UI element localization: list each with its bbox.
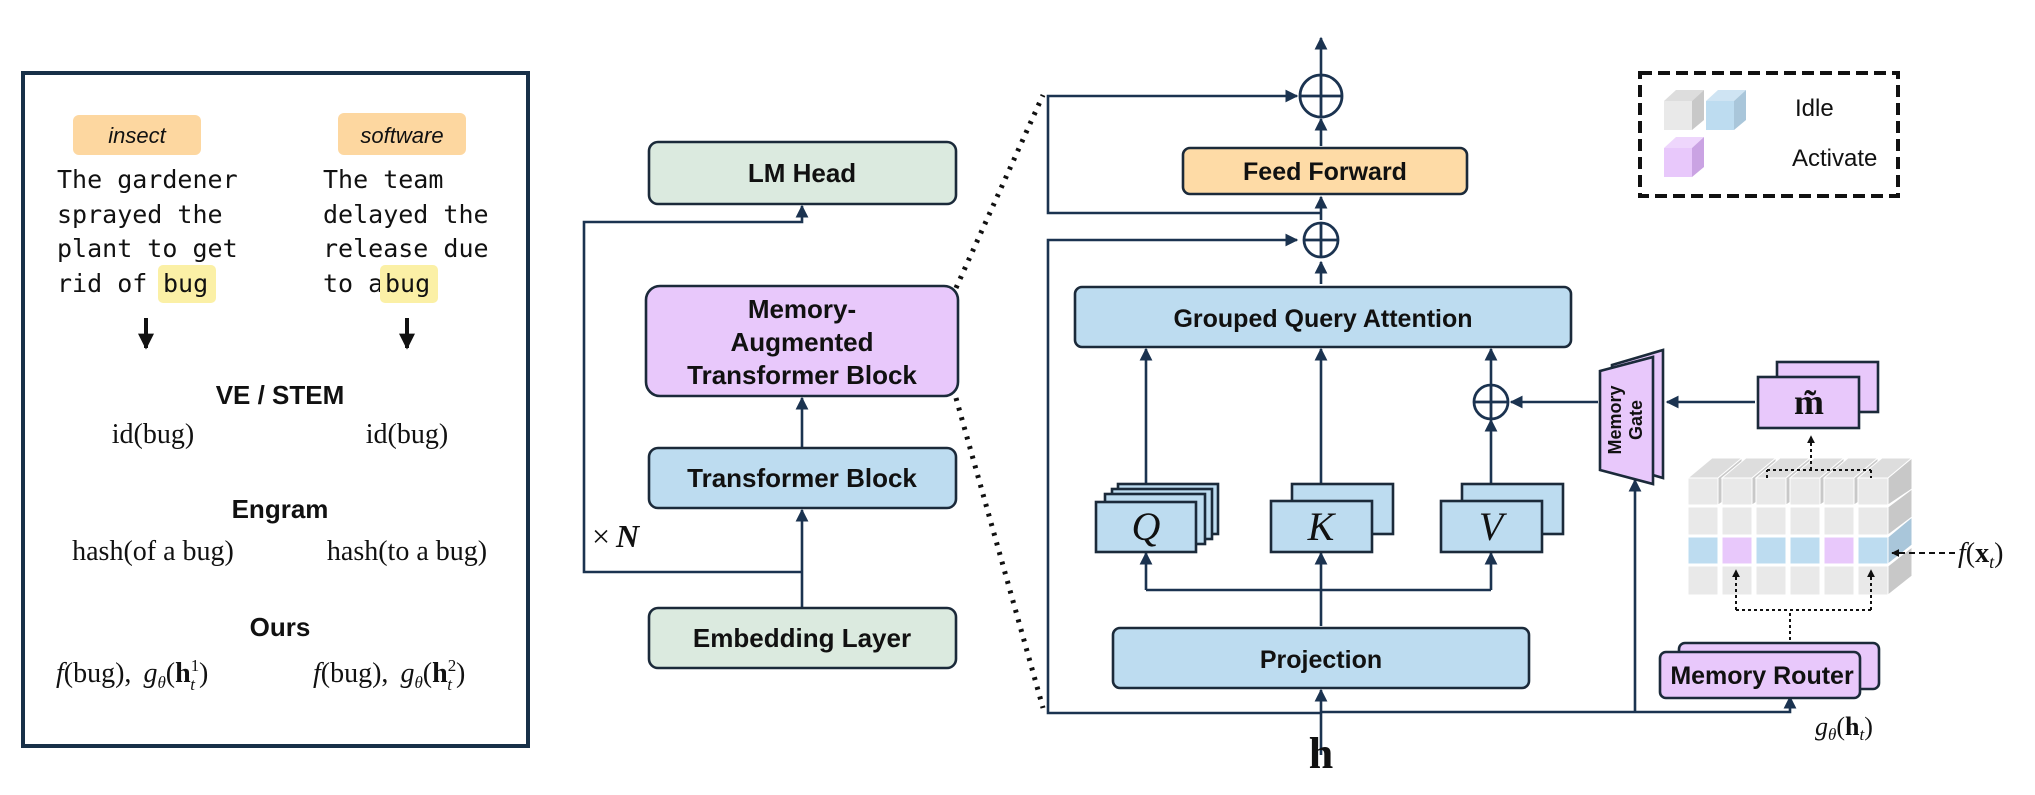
memory-gate: Memory Gate	[1598, 348, 1665, 486]
repeat-label: ×N	[592, 518, 641, 554]
sentence-right: The team delayed the release due to a bu…	[323, 165, 489, 303]
legend-idle-swatch	[1664, 90, 1746, 130]
memory-router-label: Memory Router	[1670, 662, 1854, 690]
engram-left: hash(of a bug)	[72, 536, 234, 567]
embedding-layer-box	[647, 606, 958, 670]
ve-right: id(bug)	[366, 419, 448, 450]
g-h-label: gθ(ht)	[1815, 712, 1873, 744]
tag-insect	[73, 115, 201, 155]
lm-head-label: LM Head	[748, 158, 856, 188]
residual-line-ffn	[1046, 89, 1320, 215]
feed-forward-label: Feed Forward	[1243, 158, 1407, 186]
add-circle-top-icon	[1298, 73, 1344, 119]
memory-augmented-block-label: Memory-	[748, 294, 856, 324]
embedding-layer-label: Embedding Layer	[693, 623, 911, 653]
arrow-input-to-router	[1635, 695, 1797, 714]
legend-activate-label: Activate	[1792, 145, 1877, 172]
v-label: V	[1479, 504, 1508, 549]
input-h-label: h	[1309, 729, 1333, 778]
model-stack: ×N LM Head Memory- Augmented Transformer…	[582, 93, 1046, 709]
section-ve-title: VE / STEM	[216, 380, 345, 410]
gqa-label: Grouped Query Attention	[1173, 305, 1472, 333]
k-stack: K	[1269, 482, 1395, 554]
ve-left: id(bug)	[112, 419, 194, 450]
memory-bank-row-bottom	[1687, 545, 1913, 597]
highlight-bug-left-label: bug	[163, 269, 208, 298]
projection-box	[1111, 626, 1531, 690]
memory-augmented-block-label: Augmented	[731, 327, 874, 357]
sentence-right-line: delayed the	[323, 200, 489, 229]
legend-idle-label: Idle	[1795, 95, 1834, 122]
memory-bank-row-between	[1687, 488, 1913, 536]
zoom-line-bottom	[953, 397, 1046, 709]
memory-augmented-block-label: Transformer Block	[687, 360, 917, 390]
residual-line-attn	[1046, 233, 1320, 715]
projection-label: Projection	[1260, 646, 1382, 674]
transformer-block-box	[647, 446, 958, 510]
v-stack: V	[1439, 482, 1565, 554]
legend: Idle Activate	[1638, 71, 1900, 198]
section-engram-title: Engram	[232, 494, 329, 524]
sentence-left-line: sprayed the	[57, 200, 223, 229]
comparison-panel: insect software The gardener sprayed the…	[21, 71, 530, 748]
feed-forward-box	[1181, 146, 1469, 196]
memory-block-detail: Feed Forward Grouped Query Attention Q K…	[1046, 36, 2003, 778]
memory-vector: m̃	[1756, 360, 1880, 430]
memory-gate-label: Memory	[1605, 385, 1625, 454]
sentence-right-line: release due	[323, 234, 489, 263]
sentence-left-line: plant to get	[57, 234, 238, 263]
add-circle-memory-icon	[1472, 383, 1510, 421]
memory-bank-row-top	[1686, 456, 1914, 506]
q-stack: Q	[1094, 482, 1220, 554]
sentence-left: The gardener sprayed the plant to get ri…	[57, 165, 238, 303]
k-label: K	[1307, 504, 1337, 549]
memory-bank	[1686, 435, 1955, 646]
highlight-bug-left	[158, 265, 216, 303]
memory-vector-label: m̃	[1794, 382, 1824, 422]
sentence-left-line: rid of a	[57, 269, 177, 298]
engram-right: hash(to a bug)	[327, 536, 487, 567]
memory-router: Memory Router	[1658, 641, 1881, 700]
memory-bank-dotted-links	[1732, 435, 1955, 646]
f-x-label: f(xt)	[1958, 538, 2003, 572]
zoom-line-top	[953, 93, 1046, 290]
section-ours-title: Ours	[250, 612, 311, 642]
sentence-right-line: The team	[323, 165, 443, 194]
legend-activate-swatch	[1664, 137, 1704, 177]
gqa-box	[1073, 285, 1573, 349]
sentence-left-line: The gardener	[57, 165, 238, 194]
sentence-right-line: to a	[323, 269, 383, 298]
tag-software-label: software	[360, 123, 443, 148]
add-circle-mid-icon	[1302, 221, 1340, 259]
highlight-bug-right-label: bug	[385, 269, 430, 298]
q-label: Q	[1132, 504, 1161, 549]
lm-head-box	[647, 140, 958, 206]
transformer-block-label: Transformer Block	[687, 463, 917, 493]
repeat-loop-line	[582, 204, 809, 574]
memory-augmented-block-box	[644, 284, 960, 398]
memory-bank-row-mid	[1687, 515, 1913, 566]
comparison-panel-frame	[21, 71, 530, 748]
tag-software	[338, 113, 466, 155]
memory-gate-label: Gate	[1626, 400, 1646, 440]
tag-insect-label: insect	[108, 123, 166, 148]
highlight-bug-right	[380, 265, 438, 303]
